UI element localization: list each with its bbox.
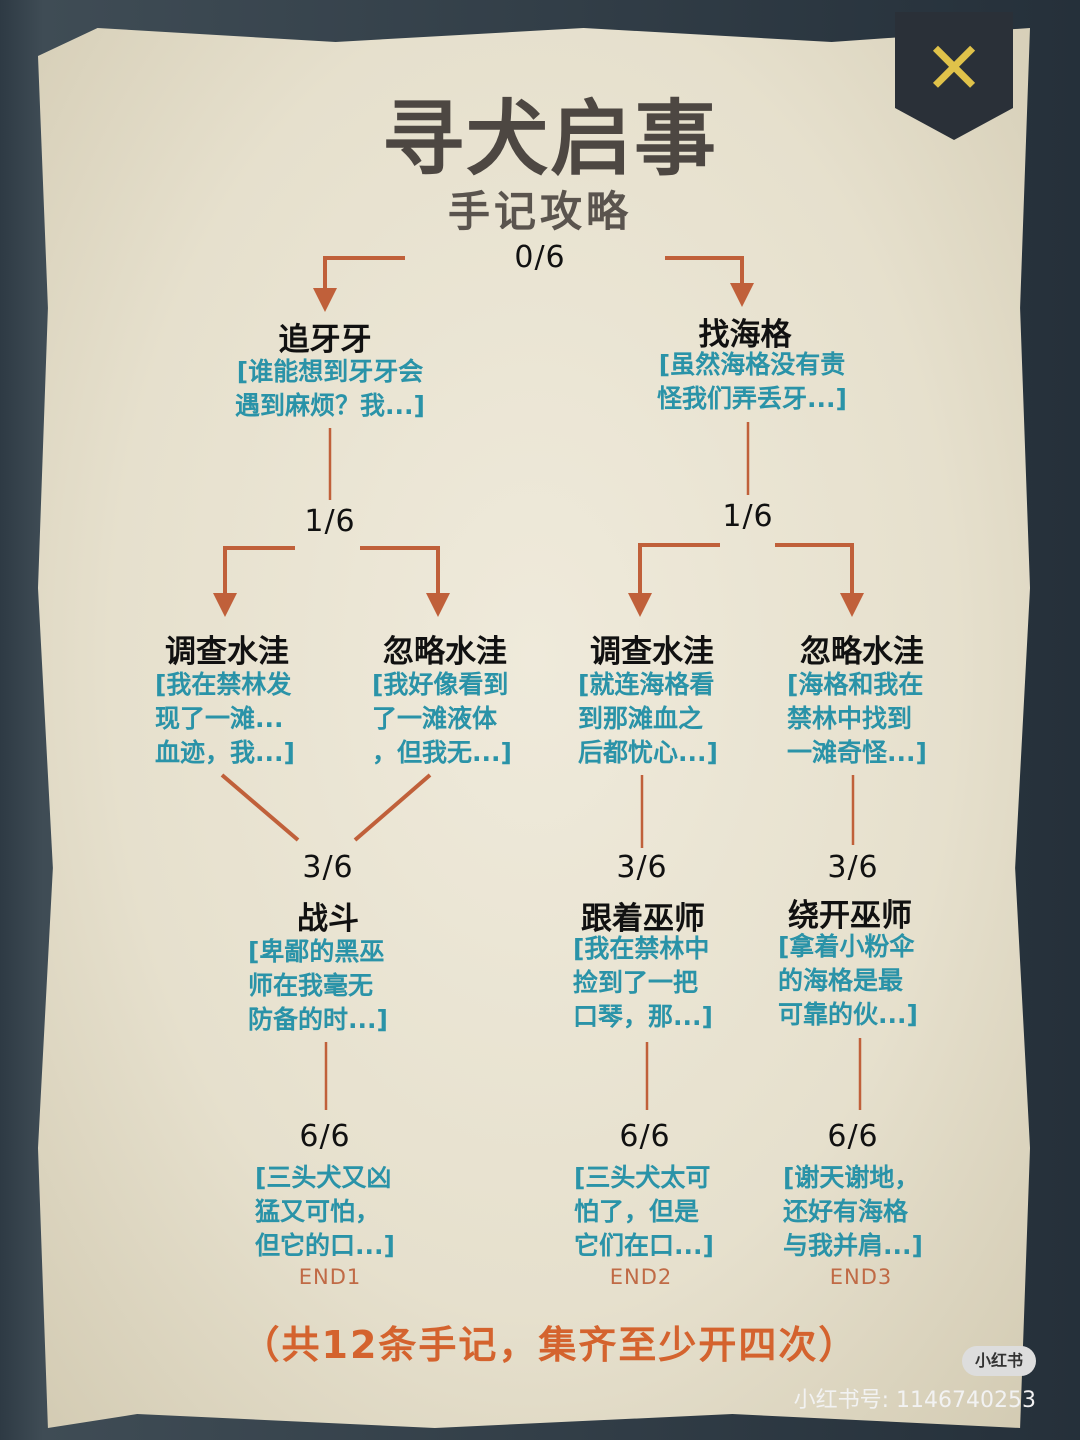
progress: 6/6 bbox=[827, 1119, 879, 1154]
node-desc: [我在禁林中 捡到了一把 口琴，那...] bbox=[573, 932, 713, 1034]
node-desc: [就连海格看 到那滩血之 后都忧心...] bbox=[578, 668, 718, 770]
desc-line: [海格和我在 bbox=[787, 670, 924, 699]
footer-note: （共12条手记，集齐至少开四次） bbox=[241, 1323, 859, 1367]
desc-line: ，但我无...] bbox=[372, 738, 512, 767]
desc-line: [我在禁林中 bbox=[573, 934, 710, 963]
desc-line: [谢天谢地， bbox=[783, 1163, 920, 1192]
desc-line: [三头犬太可 bbox=[574, 1163, 711, 1192]
arrow-r2 bbox=[775, 543, 864, 617]
node-investigate: 调查水洼 bbox=[165, 634, 289, 670]
node-avoid-wizard: 绕开巫师 bbox=[788, 898, 912, 934]
desc-line: 与我并肩...] bbox=[783, 1231, 923, 1260]
desc-line: [虽然海格没有责 bbox=[658, 350, 846, 379]
desc-line: 了一滩液体 bbox=[372, 704, 498, 733]
desc-line: 到那滩血之 bbox=[578, 704, 704, 733]
watermark-id: 小红书号: 1146740253 bbox=[793, 1388, 1036, 1413]
node-fight: 战斗 bbox=[297, 901, 359, 937]
desc-line: 还好有海格 bbox=[783, 1197, 909, 1226]
node-ignore: 忽略水洼 bbox=[800, 634, 924, 670]
close-x-icon: ✕ bbox=[923, 26, 985, 110]
desc-line: 但它的口...] bbox=[255, 1231, 395, 1260]
page-subtitle: 手记攻略 bbox=[447, 187, 633, 236]
desc-line: 捡到了一把 bbox=[573, 968, 699, 997]
node-follow-wizard: 跟着巫师 bbox=[581, 901, 705, 937]
ending-desc: [三头犬又凶 猛又可怕， 但它的口...] bbox=[255, 1161, 395, 1263]
desc-line: 它们在口...] bbox=[574, 1231, 714, 1260]
arrow-l2 bbox=[360, 546, 450, 617]
node-desc: [谁能想到牙牙会 遇到麻烦？我...] bbox=[235, 355, 425, 423]
arrow-left-root bbox=[313, 256, 405, 312]
progress: 3/6 bbox=[827, 850, 879, 885]
progress-left: 1/6 bbox=[304, 504, 356, 539]
arrow-l1 bbox=[213, 546, 295, 617]
watermark-badge: 小红书 bbox=[962, 1346, 1036, 1376]
desc-line: 遇到麻烦？我...] bbox=[235, 391, 425, 420]
desc-line: [三头犬又凶 bbox=[255, 1163, 392, 1192]
desc-line: 怪我们弄丢牙...] bbox=[657, 384, 847, 413]
progress: 3/6 bbox=[302, 850, 354, 885]
node-desc: [卑鄙的黑巫 师在我毫无 防备的时...] bbox=[248, 935, 388, 1037]
node-desc: [虽然海格没有责 怪我们弄丢牙...] bbox=[657, 348, 847, 416]
desc-line: 一滩奇怪...] bbox=[787, 738, 927, 767]
progress: 6/6 bbox=[299, 1119, 351, 1154]
desc-line: [拿着小粉伞 bbox=[778, 932, 915, 961]
arrow-right-root bbox=[665, 256, 754, 307]
desc-line: 后都忧心...] bbox=[578, 738, 718, 767]
desc-line: 的海格是最 bbox=[778, 966, 904, 995]
desc-line: 禁林中找到 bbox=[787, 704, 913, 733]
desc-line: [我好像看到 bbox=[372, 670, 509, 699]
ending-label: END2 bbox=[609, 1265, 673, 1289]
root-progress: 0/6 bbox=[514, 240, 566, 275]
desc-line: 师在我毫无 bbox=[248, 971, 374, 1000]
desc-line: 口琴，那...] bbox=[573, 1002, 713, 1031]
desc-line: 现了一滩... bbox=[155, 704, 284, 733]
ending-label: END3 bbox=[829, 1265, 893, 1289]
line-merge-r bbox=[353, 773, 432, 842]
node-investigate: 调查水洼 bbox=[590, 634, 714, 670]
progress: 3/6 bbox=[616, 850, 668, 885]
ending-label: END1 bbox=[298, 1265, 362, 1289]
desc-line: 血迹，我...] bbox=[155, 738, 295, 767]
ending-desc: [三头犬太可 怕了，但是 它们在口...] bbox=[574, 1161, 714, 1263]
node-desc: [拿着小粉伞 的海格是最 可靠的伙...] bbox=[778, 930, 918, 1032]
desc-line: [就连海格看 bbox=[578, 670, 715, 699]
desc-line: [谁能想到牙牙会 bbox=[236, 357, 424, 386]
node-zhui-yaya: 追牙牙 bbox=[278, 322, 372, 358]
desc-line: 可靠的伙...] bbox=[778, 1000, 918, 1029]
parchment-panel bbox=[38, 28, 1030, 1428]
progress-right: 1/6 bbox=[722, 499, 774, 534]
node-zhao-haige: 找海格 bbox=[698, 317, 792, 353]
ending-desc: [谢天谢地， 还好有海格 与我并肩...] bbox=[783, 1161, 923, 1263]
node-desc: [我在禁林发 现了一滩... 血迹，我...] bbox=[155, 668, 295, 770]
close-button[interactable]: ✕ bbox=[895, 12, 1013, 140]
desc-line: 猛又可怕， bbox=[255, 1197, 381, 1226]
desc-line: [我在禁林发 bbox=[155, 670, 292, 699]
line-merge-l bbox=[220, 773, 300, 842]
desc-line: 防备的时...] bbox=[248, 1005, 388, 1034]
page-title: 寻犬启事 bbox=[381, 92, 719, 187]
node-desc: [我好像看到 了一滩液体 ，但我无...] bbox=[372, 668, 512, 770]
node-desc: [海格和我在 禁林中找到 一滩奇怪...] bbox=[787, 668, 927, 770]
node-ignore: 忽略水洼 bbox=[383, 634, 507, 670]
desc-line: 怕了，但是 bbox=[574, 1197, 700, 1226]
desc-line: [卑鄙的黑巫 bbox=[248, 937, 385, 966]
progress: 6/6 bbox=[619, 1119, 671, 1154]
arrow-r1 bbox=[628, 543, 720, 617]
